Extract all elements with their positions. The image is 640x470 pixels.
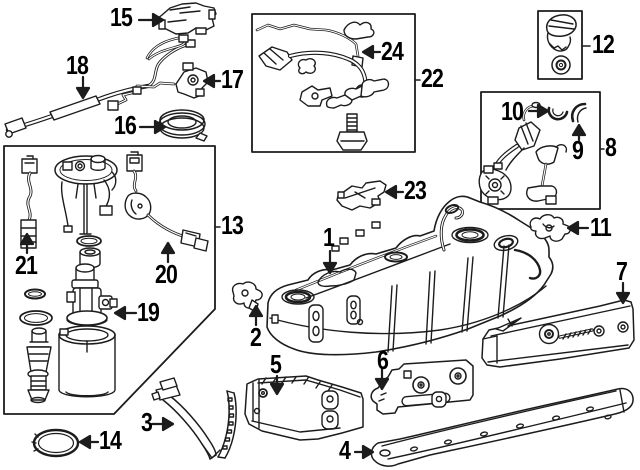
callout-label-7[interactable]: 7 (616, 256, 628, 286)
callout-arrow-4 (355, 446, 373, 458)
callout-label-22[interactable]: 22 (421, 63, 444, 93)
callout-arrow-18 (77, 77, 89, 98)
callout-arrow-14 (80, 436, 98, 448)
pump-gasket-art (77, 236, 101, 246)
large-oring-art (20, 311, 52, 325)
filler-hose-assembly-art (479, 103, 566, 205)
callout-arrow-16 (140, 121, 165, 133)
callout-label-14[interactable]: 14 (99, 425, 122, 455)
part-18-fuel-line-art (5, 40, 195, 137)
callout-arrow-15 (139, 14, 163, 26)
part-12-fuel-cap-art (547, 15, 576, 74)
callout-label-10[interactable]: 10 (501, 96, 524, 126)
part-6-bracket-art (371, 360, 473, 414)
reservoir-cup-art (59, 326, 115, 397)
callout-label-20[interactable]: 20 (155, 259, 178, 289)
callout-arrow-6 (376, 368, 388, 389)
callout-label-15[interactable]: 15 (110, 2, 133, 32)
part-21-sender-art (21, 156, 37, 248)
callout-arrow-2 (250, 306, 262, 325)
callout-label-6[interactable]: 6 (377, 345, 389, 375)
callout-arrow-3 (152, 418, 173, 430)
callout-label-12[interactable]: 12 (592, 29, 615, 59)
callout-label-11[interactable]: 11 (590, 212, 612, 242)
hose-group-contents-art (259, 22, 389, 150)
callout-label-16[interactable]: 16 (114, 110, 137, 140)
part-9-clamp-art (572, 104, 586, 122)
callout-arrow-11 (568, 222, 588, 234)
callout-label-1[interactable]: 1 (323, 222, 335, 252)
callout-arrow-5 (271, 376, 283, 394)
box-fuel-cap-group (538, 11, 582, 79)
callout-label-9[interactable]: 9 (572, 135, 584, 165)
small-oring-art (25, 290, 45, 299)
part-15-valve-art (147, 3, 216, 59)
callout-arrow-23 (386, 186, 403, 198)
part-14-oring-art (32, 430, 78, 456)
callout-label-18[interactable]: 18 (66, 50, 89, 80)
part-10-clamp-art (549, 108, 567, 119)
callout-label-8[interactable]: 8 (605, 132, 617, 162)
callout-arrow-10 (529, 105, 548, 117)
callout-label-4[interactable]: 4 (339, 435, 351, 465)
part-3-strap-art (152, 378, 236, 459)
pump-spacer-art (80, 248, 100, 268)
callout-arrow-20 (162, 243, 174, 262)
callout-label-17[interactable]: 17 (221, 64, 244, 94)
callout-arrow-24 (363, 46, 380, 58)
callout-arrow-19 (115, 307, 136, 319)
part-11-bracket-art (530, 215, 570, 241)
part-4-skid-plate-art (371, 388, 633, 466)
grommet-valve-art (27, 328, 51, 403)
callout-label-24[interactable]: 24 (381, 36, 404, 66)
box-filler-hose-group (481, 92, 600, 209)
callout-arrows (21, 14, 629, 458)
callout-label-2[interactable]: 2 (250, 322, 262, 352)
box-pump-module-group (4, 146, 215, 414)
part-16-ring-art (159, 110, 207, 141)
callout-label-19[interactable]: 19 (137, 297, 160, 327)
pump-plate-assembly-art (55, 156, 117, 235)
callout-arrow-1 (324, 251, 336, 273)
part-20-level-sender-art (125, 152, 208, 251)
callout-arrow-9 (573, 125, 585, 140)
part-19-fuel-pump-art (67, 264, 117, 325)
callout-label-5[interactable]: 5 (270, 349, 282, 379)
callout-label-13[interactable]: 13 (221, 210, 244, 240)
part-5-heat-shield-art (245, 376, 363, 440)
box-hose-group (252, 14, 415, 152)
callout-arrow-7 (617, 283, 629, 303)
part-23-bracket-art (337, 181, 386, 210)
callout-label-3[interactable]: 3 (141, 407, 153, 437)
callout-label-21[interactable]: 21 (15, 250, 38, 280)
part-2-clip-art (233, 282, 262, 312)
callout-arrow-17 (204, 75, 220, 87)
part-7-shield-plate-art (482, 300, 634, 367)
callout-arrow-21 (21, 234, 33, 253)
part-1-fuel-tank-art (267, 196, 553, 354)
callout-label-23[interactable]: 23 (404, 175, 427, 205)
part-17-hose-valve-art (108, 63, 208, 110)
